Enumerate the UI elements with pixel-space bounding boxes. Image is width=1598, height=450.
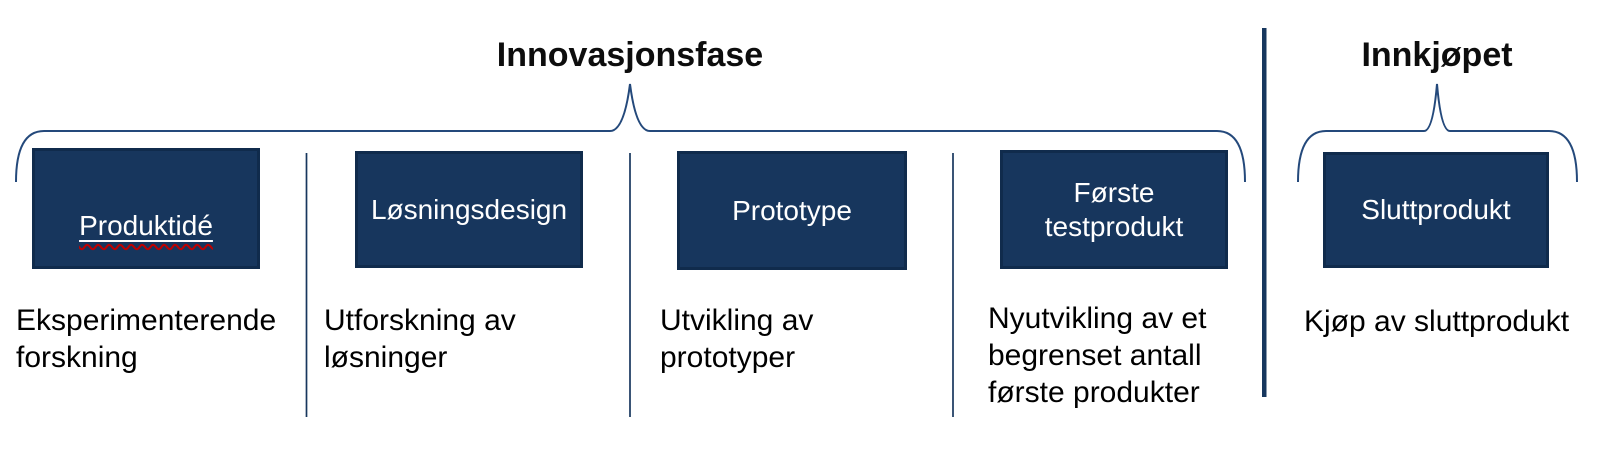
section-divider-line [1262, 28, 1267, 397]
phase-description-produktide: Eksperimenterende forskning [16, 304, 277, 374]
procurement-title: Innkjøpet [1361, 36, 1513, 74]
phase-box-losningsdesign: Løsningsdesign [355, 151, 583, 268]
phase-box-label: Første testprodukt [1044, 176, 1184, 242]
phase-box-prototype: Prototype [677, 151, 907, 270]
phase-box-label: Produktidé [79, 175, 213, 243]
phase-box-label: Løsningsdesign [370, 193, 568, 225]
phase-box-label: Sluttprodukt [1361, 194, 1511, 225]
phase-box-produktide: Produktidé [32, 148, 260, 269]
innovation-brace [15, 83, 1246, 183]
phase-description-losningsdesign: Utforskning av løsninger [324, 304, 516, 374]
phase-description-sluttprodukt: Kjøp av sluttprodukt [1304, 305, 1570, 338]
phase-description-prototype: Utvikling av prototyper [660, 304, 814, 374]
phase-box-label-text: Produktidé [79, 209, 213, 241]
procurement-brace [1297, 83, 1578, 183]
phase-box-forste-testprodukt: Første testprodukt [1000, 150, 1228, 269]
innovation-phase-title: Innovasjonsfase [496, 36, 764, 74]
phase-box-label: Prototype [732, 194, 852, 226]
phase-box-sluttprodukt: Sluttprodukt [1323, 152, 1549, 268]
phase-description-forste-testprodukt: Nyutvikling av et begrenset antall først… [988, 302, 1207, 409]
spellcheck-squiggle: Produktidé [79, 210, 213, 241]
